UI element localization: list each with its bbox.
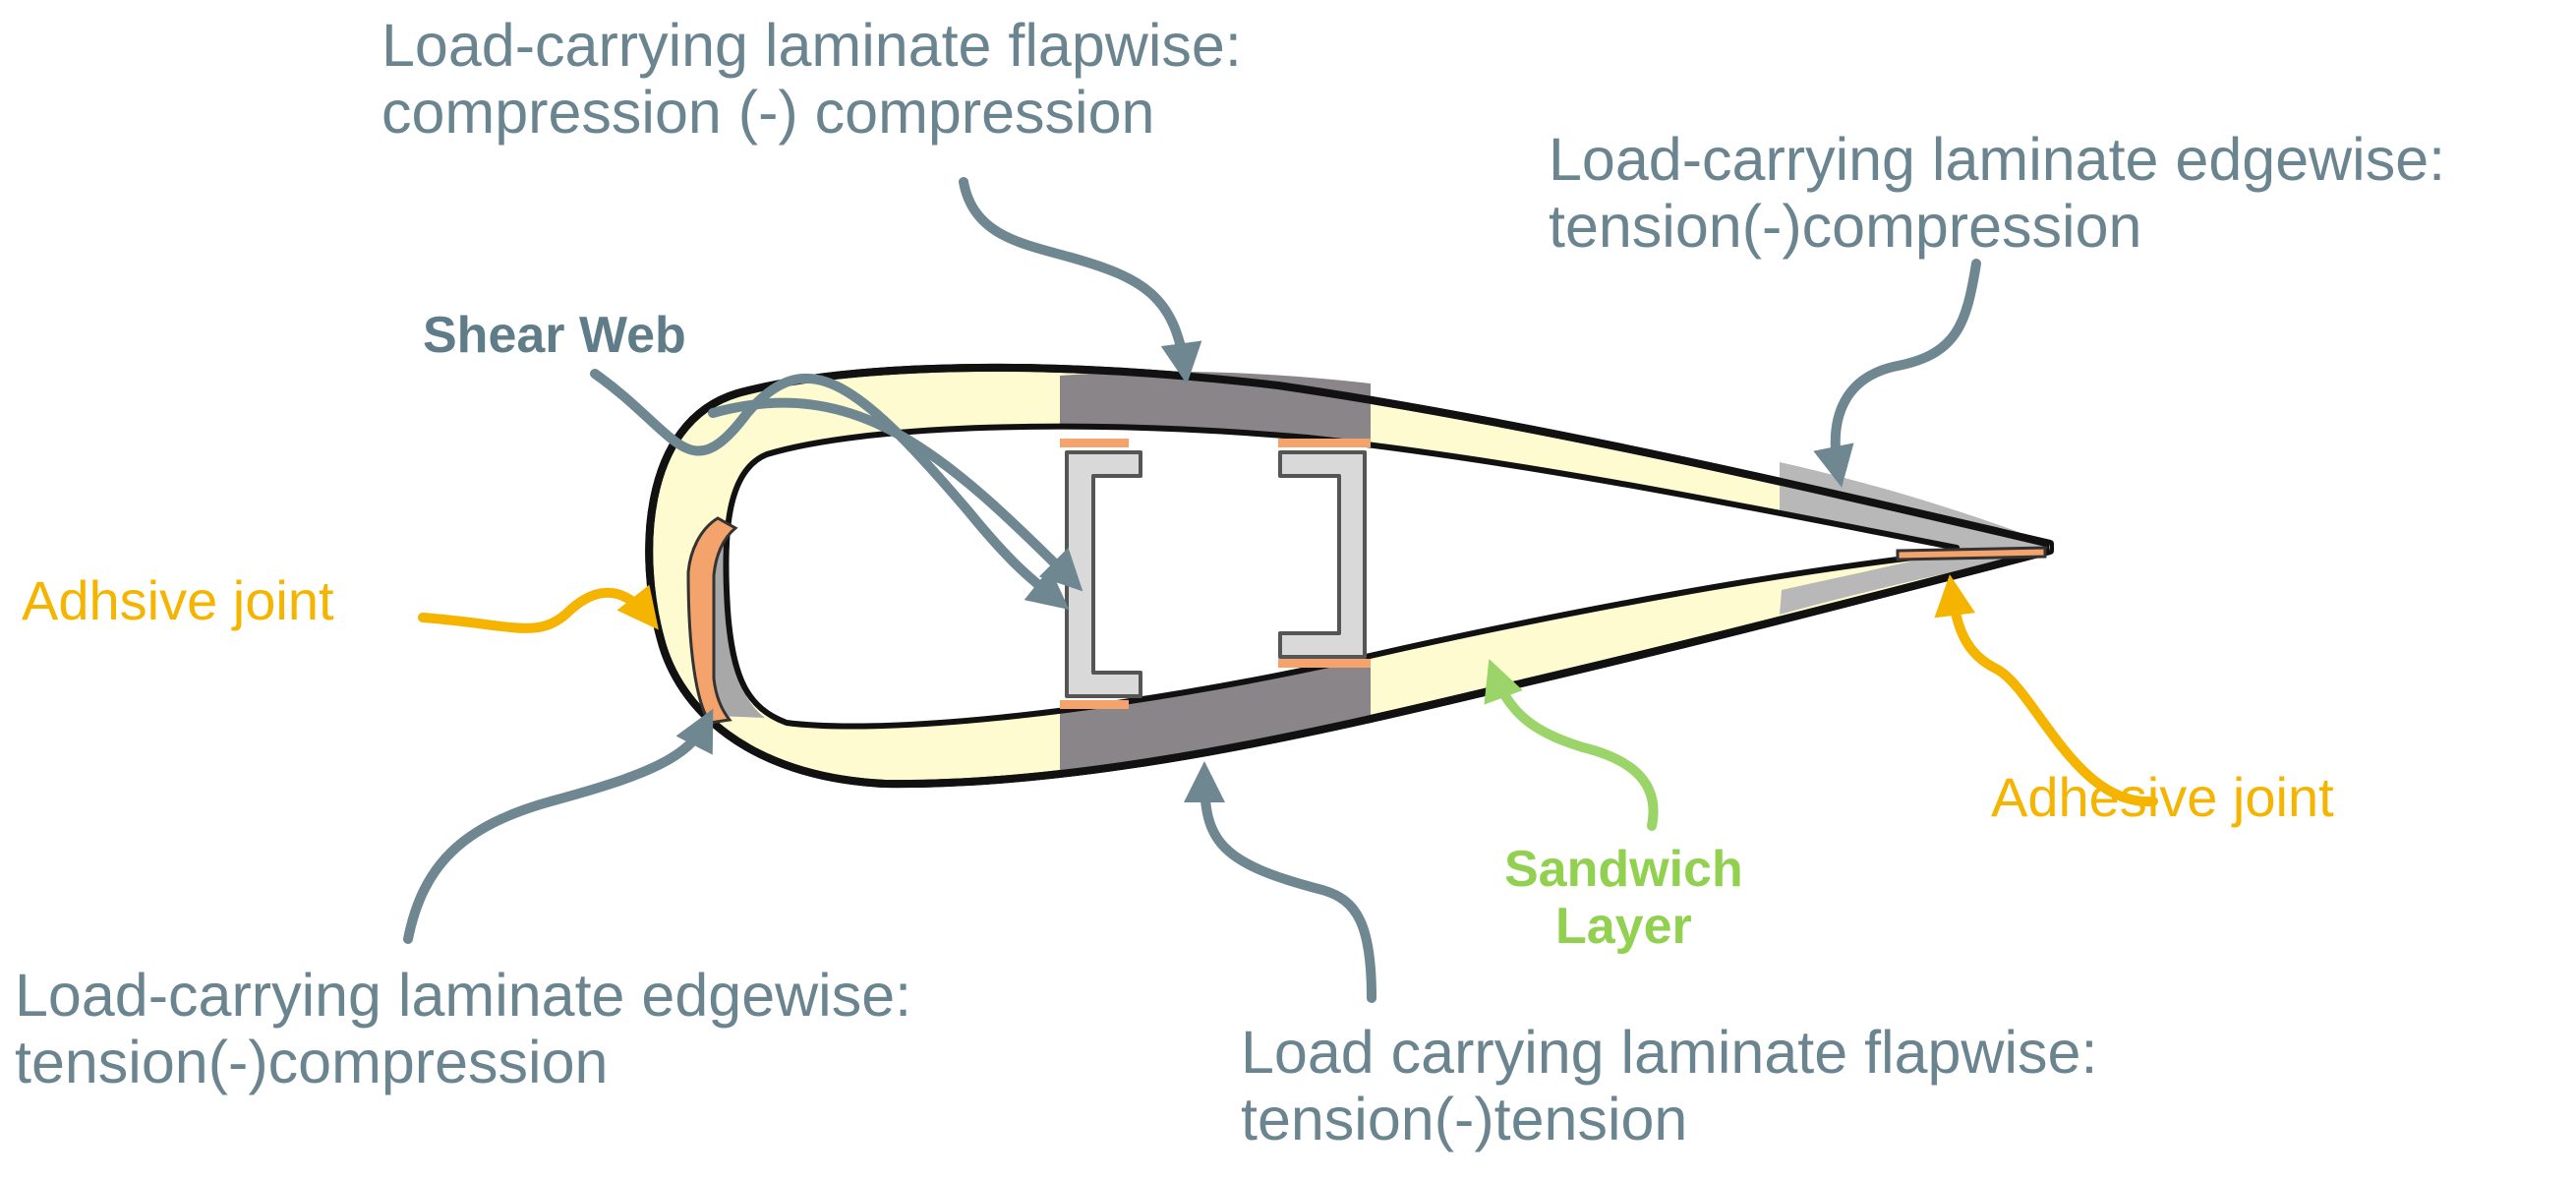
label-flapwise-bottom-line1: Load carrying laminate flapwise: xyxy=(1241,1019,2098,1086)
label-adhesive-right-text: Adhesive joint xyxy=(1991,766,2334,828)
arrow-flapwise-top xyxy=(959,177,1202,384)
label-edgewise-left: Load-carrying laminate edgewise: tension… xyxy=(15,962,911,1096)
label-sandwich-line2: Layer xyxy=(1554,898,1692,956)
shear-web-left xyxy=(1065,450,1142,698)
label-edgewise-left-line1: Load-carrying laminate edgewise: xyxy=(15,962,912,1029)
label-flapwise-top-line2: compression (-) compression xyxy=(381,79,1155,147)
arrow-flapwise-bottom xyxy=(1184,760,1376,1003)
arrow-sandwich xyxy=(1484,659,1659,831)
arrow-adhesive-left xyxy=(418,584,659,633)
bond-strip-top-right xyxy=(1278,439,1371,447)
arrow-edgewise-right xyxy=(1813,259,1981,488)
arrow-shear-web-1 xyxy=(590,369,1070,610)
label-shear-web: Shear Web xyxy=(423,307,686,364)
arrow-edgewise-left xyxy=(403,708,714,944)
arrow-shear-web-2 xyxy=(708,397,1083,592)
label-flapwise-bottom: Load carrying laminate flapwise: tension… xyxy=(1241,1019,2097,1153)
adhesive-trailing-edge xyxy=(1896,546,2047,561)
label-edgewise-right: Load-carrying laminate edgewise: tension… xyxy=(1549,126,2445,261)
annotation-arrows xyxy=(403,177,2158,1003)
shear-web-right xyxy=(1278,450,1367,659)
label-flapwise-bottom-line2: tension(-)tension xyxy=(1241,1086,1688,1153)
bond-strip-bottom-right xyxy=(1278,659,1371,668)
label-adhesive-left-text: Adhsive joint xyxy=(22,569,334,631)
adhesive-leading-edge xyxy=(686,516,738,725)
label-flapwise-top: Load-carrying laminate flapwise: compres… xyxy=(381,12,1242,147)
label-edgewise-left-line2: tension(-)compression xyxy=(15,1029,609,1096)
spar-cap-bottom xyxy=(1060,661,1371,773)
bond-strip-top-left xyxy=(1060,439,1129,447)
label-sandwich-line1: Sandwich xyxy=(1504,841,1743,898)
arrow-adhesive-right xyxy=(1934,574,2158,807)
label-shear-web-text: Shear Web xyxy=(423,307,686,364)
label-adhesive-left: Adhsive joint xyxy=(22,569,334,632)
shear-webs xyxy=(1060,439,1371,709)
label-edgewise-right-line2: tension(-)compression xyxy=(1549,193,2142,261)
label-sandwich: Sandwich Layer xyxy=(1504,841,1743,955)
label-flapwise-top-line1: Load-carrying laminate flapwise: xyxy=(381,12,1242,79)
bond-strip-bottom-left xyxy=(1060,700,1129,709)
label-edgewise-right-line1: Load-carrying laminate edgewise: xyxy=(1549,126,2446,193)
label-adhesive-right: Adhesive joint xyxy=(1991,766,2334,829)
